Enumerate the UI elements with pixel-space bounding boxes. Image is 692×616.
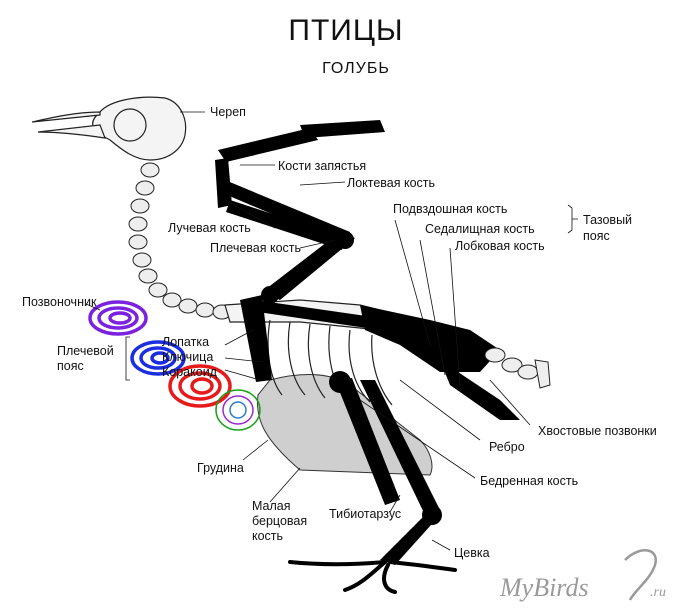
- watermark: MyBirds .ru: [499, 549, 666, 602]
- label-fibula-line2: берцовая: [252, 514, 307, 528]
- label-sternum: Грудина: [197, 461, 244, 475]
- coracoid-shape: [240, 295, 272, 382]
- label-scapula: Лопатка: [162, 335, 209, 349]
- watermark-suffix: .ru: [650, 585, 666, 600]
- watermark-bird-icon: [624, 549, 658, 601]
- label-fibula-line1: Малая: [252, 499, 291, 513]
- label-tibiotarsus: Тибиотарзус: [329, 507, 401, 521]
- leader-lines: [85, 111, 578, 551]
- ischium-shape: [440, 360, 520, 420]
- tail-bones: [484, 347, 551, 389]
- label-pelvis-line1: Тазовый: [583, 213, 632, 227]
- label-ischium: Седалищная кость: [425, 222, 535, 236]
- watermark-text: MyBirds: [499, 573, 589, 602]
- beak-lower: [37, 124, 106, 139]
- label-humerus: Плечевая кость: [210, 241, 301, 255]
- sternum-shape: [257, 374, 433, 476]
- skeleton-illustration: [31, 96, 551, 594]
- pelvis-shape: [360, 305, 500, 372]
- foot-bones: [288, 560, 457, 594]
- label-spine: Позвоночник: [22, 295, 97, 309]
- label-fibula-line3: кость: [252, 529, 283, 543]
- scapula-shape: [255, 300, 380, 330]
- skull-shape: [92, 96, 187, 161]
- label-ilium: Подвздошная кость: [393, 202, 507, 216]
- label-clavicle: Ключица: [162, 350, 213, 364]
- page-title: ПТИЦЫ: [288, 14, 404, 47]
- label-femur: Бедренная кость: [480, 474, 578, 488]
- label-rib: Ребро: [489, 440, 525, 454]
- labels: Череп Кости запястья Локтевая кость Луче…: [22, 105, 657, 560]
- multicolor-scribble: [215, 389, 261, 431]
- label-ulna: Локтевая кость: [347, 176, 435, 190]
- label-shoulder-line2: пояс: [57, 359, 84, 373]
- label-tail-vertebrae: Хвостовые позвонки: [538, 424, 657, 438]
- label-carpals: Кости запястья: [278, 159, 366, 173]
- label-pelvis-line2: пояс: [583, 229, 610, 243]
- page-subtitle: ГОЛУБЬ: [322, 60, 390, 77]
- label-coracoid: Коракоид: [162, 365, 218, 379]
- scribble-overlays: [88, 300, 261, 431]
- label-radius: Лучевая кость: [168, 221, 251, 235]
- red-scribble: [168, 364, 232, 408]
- label-skull: Череп: [210, 105, 246, 119]
- neck-vertebrae: [128, 162, 232, 320]
- wing-bones: [215, 120, 385, 304]
- blue-scribble: [130, 340, 186, 376]
- label-shoulder-line1: Плечевой: [57, 344, 114, 358]
- label-pubis: Лобковая кость: [455, 239, 545, 253]
- violet-scribble: [88, 300, 148, 336]
- beak-upper: [31, 111, 101, 123]
- eye-socket: [113, 108, 147, 142]
- label-tarsometatarsus: Цевка: [454, 546, 490, 560]
